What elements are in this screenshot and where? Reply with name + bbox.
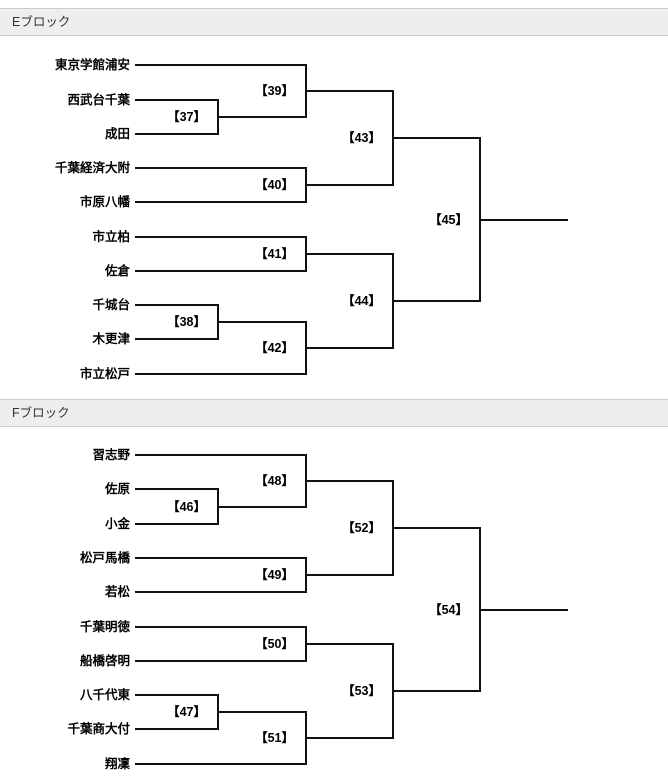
match-number-37: 【37】 <box>167 110 206 124</box>
team-e-shiritsu-matsudo: 市立松戸 <box>79 367 130 381</box>
match-number-41: 【41】 <box>255 247 294 261</box>
match-number-52: 【52】 <box>342 521 381 535</box>
match-number-51: 【51】 <box>255 731 294 745</box>
team-e-chishirodai: 千城台 <box>92 298 130 312</box>
match-number-45: 【45】 <box>429 213 468 227</box>
block-e-header: Eブロック <box>0 8 668 36</box>
team-e-seibudai-chiba: 西武台千葉 <box>67 93 130 107</box>
team-f-chiba-meitoku: 千葉明徳 <box>79 620 130 634</box>
match-number-50: 【50】 <box>255 637 294 651</box>
match-number-53: 【53】 <box>342 684 381 698</box>
team-f-chiba-shodai-fu: 千葉商大付 <box>67 722 130 736</box>
team-e-tokyo-gakkan-urayasu: 東京学館浦安 <box>54 58 130 72</box>
match-number-44: 【44】 <box>342 294 381 308</box>
team-f-yachiyo-higashi: 八千代東 <box>79 688 130 702</box>
team-e-sakura: 佐倉 <box>104 264 130 278</box>
team-e-kisarazu: 木更津 <box>92 332 130 346</box>
match-number-46: 【46】 <box>167 500 206 514</box>
team-e-narita: 成田 <box>104 127 130 141</box>
match-number-42: 【42】 <box>255 341 294 355</box>
block-f-title: Fブロック <box>12 406 70 420</box>
block-f-header: Fブロック <box>0 399 668 427</box>
block-e-title: Eブロック <box>12 15 71 29</box>
team-f-shorin: 翔凜 <box>104 757 130 771</box>
match-number-54: 【54】 <box>429 603 468 617</box>
match-number-49: 【49】 <box>255 568 294 582</box>
match-number-47: 【47】 <box>167 705 206 719</box>
bracket-lines-block-f <box>135 454 568 765</box>
match-number-40: 【40】 <box>255 178 294 192</box>
team-f-kogane: 小金 <box>104 517 130 531</box>
match-number-38: 【38】 <box>167 315 206 329</box>
match-number-48: 【48】 <box>255 474 294 488</box>
team-f-sawara: 佐原 <box>104 482 130 496</box>
team-f-funabashi-keimei: 船橋啓明 <box>79 654 130 668</box>
team-f-narashino: 習志野 <box>92 448 130 462</box>
team-e-chiba-keizai-daifu: 千葉経済大附 <box>54 161 130 175</box>
team-e-shiritsu-kashiwa: 市立柏 <box>92 230 130 244</box>
team-e-ichihara-hachiman: 市原八幡 <box>79 195 130 209</box>
match-number-43: 【43】 <box>342 131 381 145</box>
team-f-matsudo-mabashi: 松戸馬橋 <box>79 551 130 565</box>
team-f-wakamatsu: 若松 <box>104 585 130 599</box>
match-number-39: 【39】 <box>255 84 294 98</box>
bracket-lines-block-e <box>135 64 568 375</box>
